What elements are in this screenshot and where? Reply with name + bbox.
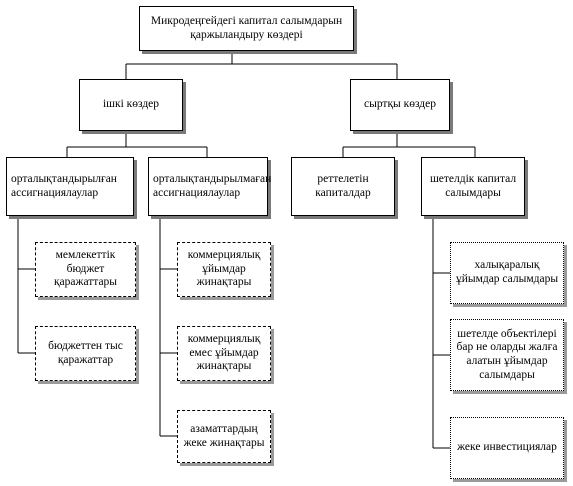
category-decentralized: орталықтандырылмаған ассигнациялаулар <box>148 157 272 216</box>
leaf-noncommercial-savings-label: коммерциялық емес ұйымдар жинақтары <box>187 333 261 373</box>
category-centralized-label: орталықтандырылған ассигнациялаулар <box>11 172 117 199</box>
category-foreign: шетелдік капитал салымдары <box>421 157 525 216</box>
root-node: Микродеңгейдегі капитал салымдарын қаржы… <box>139 6 354 51</box>
category-centralized: орталықтандырылған ассигнациялаулар <box>6 157 134 216</box>
root-label: Микродеңгейдегі капитал салымдарын қаржы… <box>150 14 343 41</box>
group-internal-label: ішкі көздер <box>102 98 160 111</box>
category-regulated-label: реттелетін капиталдар <box>315 172 371 199</box>
leaf-citizen-savings: азаматтардың жеке жинақтары <box>177 410 271 463</box>
category-decentralized-label: орталықтандырылмаған ассигнациялаулар <box>153 172 272 199</box>
group-external: сыртқы көздер <box>350 79 450 131</box>
leaf-private-investments-label: жеке инвестициялар <box>457 441 557 454</box>
leaf-offbudget-funds-label: бюджеттен тыс қаражаттар <box>48 339 123 366</box>
leaf-noncommercial-savings: коммерциялық емес ұйымдар жинақтары <box>177 326 271 381</box>
group-external-label: сыртқы көздер <box>363 98 437 111</box>
leaf-budget-funds-label: мемлекеттік бюджет қаражаттары <box>53 249 118 289</box>
leaf-citizen-savings-label: азаматтардың жеке жинақтары <box>183 422 265 449</box>
leaf-budget-funds: мемлекеттік бюджет қаражаттары <box>35 242 136 297</box>
leaf-private-investments: жеке инвестициялар <box>450 417 564 479</box>
category-foreign-label: шетелдік капитал салымдары <box>429 172 517 199</box>
leaf-international-orgs: халықаралық ұйымдар салымдары <box>450 242 564 304</box>
leaf-abroad-orgs: шетелде объектілері бар не оларды жалға … <box>450 319 564 391</box>
leaf-commercial-savings-label: коммерциялық ұйымдар жинақтары <box>187 249 261 289</box>
group-internal: ішкі көздер <box>79 79 183 131</box>
leaf-abroad-orgs-label: шетелде объектілері бар не оларды жалға … <box>456 327 558 381</box>
category-regulated: реттелетін капиталдар <box>291 157 395 216</box>
leaf-commercial-savings: коммерциялық ұйымдар жинақтары <box>177 242 271 297</box>
leaf-offbudget-funds: бюджеттен тыс қаражаттар <box>35 326 136 381</box>
leaf-international-orgs-label: халықаралық ұйымдар салымдары <box>455 259 559 285</box>
